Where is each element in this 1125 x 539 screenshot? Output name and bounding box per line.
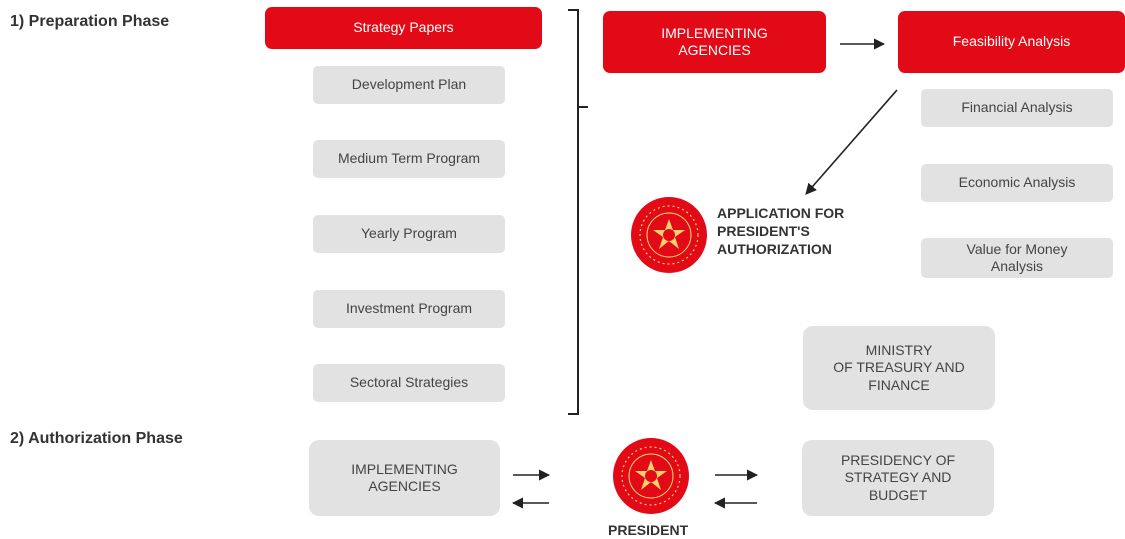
value-for-money-line1: Value for Money xyxy=(966,240,1068,257)
presidency-line1: PRESIDENCY OF xyxy=(840,451,956,468)
value-for-money-line2: Analysis xyxy=(990,258,1044,274)
ministry-line1: MINISTRY xyxy=(865,341,933,358)
implementing-agencies-auth-box: IMPLEMENTING AGENCIES xyxy=(309,440,500,516)
ministry-line2: OF TREASURY AND xyxy=(833,359,965,376)
arrow-feasibility-to-application xyxy=(805,89,898,195)
yearly-program-box: Yearly Program xyxy=(313,215,505,253)
implementing-agencies-auth-line1: IMPLEMENTING xyxy=(351,460,458,477)
strategy-papers-box: Strategy Papers xyxy=(265,7,542,49)
medium-term-program-box: Medium Term Program xyxy=(313,140,505,178)
implementing-agencies-line1: IMPLEMENTING xyxy=(661,24,768,41)
application-line1: APPLICATION FOR xyxy=(717,205,845,221)
implementing-agencies-line2: AGENCIES xyxy=(678,42,751,58)
ministry-box: MINISTRY OF TREASURY AND FINANCE xyxy=(803,326,995,410)
financial-analysis-box: Financial Analysis xyxy=(921,89,1113,127)
application-line2: PRESIDENT'S xyxy=(717,223,810,240)
implementing-agencies-auth-line2: AGENCIES xyxy=(368,478,441,494)
presidency-line2: STRATEGY AND xyxy=(844,469,952,486)
feasibility-analysis-box: Feasibility Analysis xyxy=(898,11,1125,73)
value-for-money-box: Value for Money Analysis xyxy=(921,238,1113,278)
investment-program-box: Investment Program xyxy=(313,290,505,328)
application-line3: AUTHORIZATION xyxy=(717,241,832,258)
economic-analysis-box: Economic Analysis xyxy=(921,164,1113,202)
sectoral-strategies-box: Sectoral Strategies xyxy=(313,364,505,402)
application-label: APPLICATION FOR PRESIDENT'S AUTHORIZATIO… xyxy=(717,204,844,259)
development-plan-box: Development Plan xyxy=(313,66,505,104)
preparation-phase-heading: 1) Preparation Phase xyxy=(10,13,170,30)
ministry-line3: FINANCE xyxy=(868,376,930,393)
authorization-phase-heading: 2) Authorization Phase xyxy=(10,430,183,447)
president-seal-icon xyxy=(613,438,689,514)
presidential-seal-icon xyxy=(631,197,707,273)
grouping-bracket xyxy=(568,9,588,415)
presidency-box: PRESIDENCY OF STRATEGY AND BUDGET xyxy=(802,440,994,516)
implementing-agencies-box: IMPLEMENTING AGENCIES xyxy=(603,11,826,73)
president-label: PRESIDENT xyxy=(608,522,689,538)
presidency-line3: BUDGET xyxy=(868,486,928,503)
